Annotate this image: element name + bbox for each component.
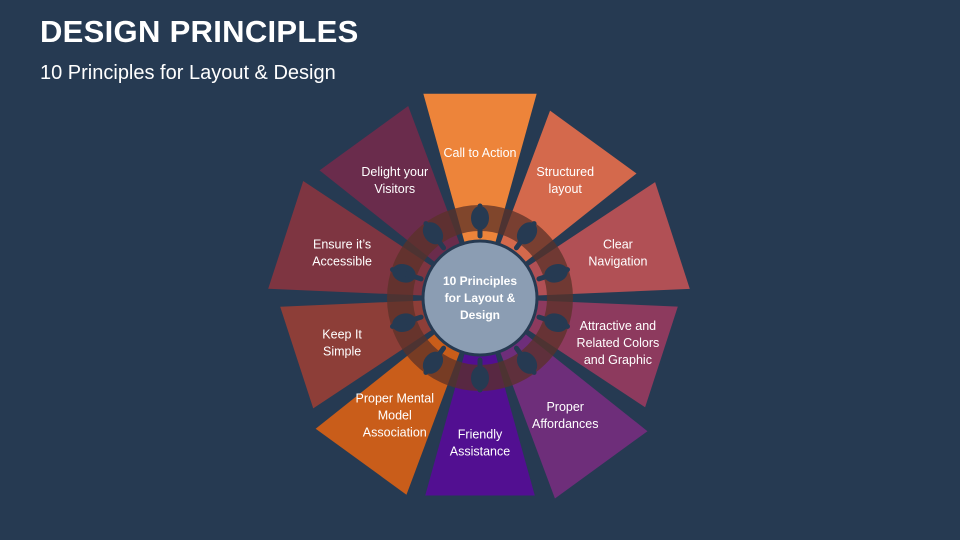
segment-6 bbox=[425, 344, 535, 496]
connector-stem-3 bbox=[536, 267, 570, 282]
slide-subtitle: 10 Principles for Layout & Design bbox=[40, 62, 336, 84]
connector-stem-4 bbox=[536, 314, 570, 329]
segment-1 bbox=[423, 93, 537, 252]
segment-label-1: Call to Action bbox=[444, 146, 517, 160]
center-circle bbox=[421, 239, 539, 357]
connector-stem-2 bbox=[513, 221, 537, 251]
connector-stem-7 bbox=[423, 345, 447, 375]
connector-stem-8 bbox=[390, 314, 424, 329]
connector-stem-5 bbox=[513, 345, 537, 375]
connector-stem-9 bbox=[390, 267, 424, 282]
slide-title: DESIGN PRINCIPLES bbox=[40, 14, 359, 49]
connector-stem-10 bbox=[423, 221, 447, 251]
